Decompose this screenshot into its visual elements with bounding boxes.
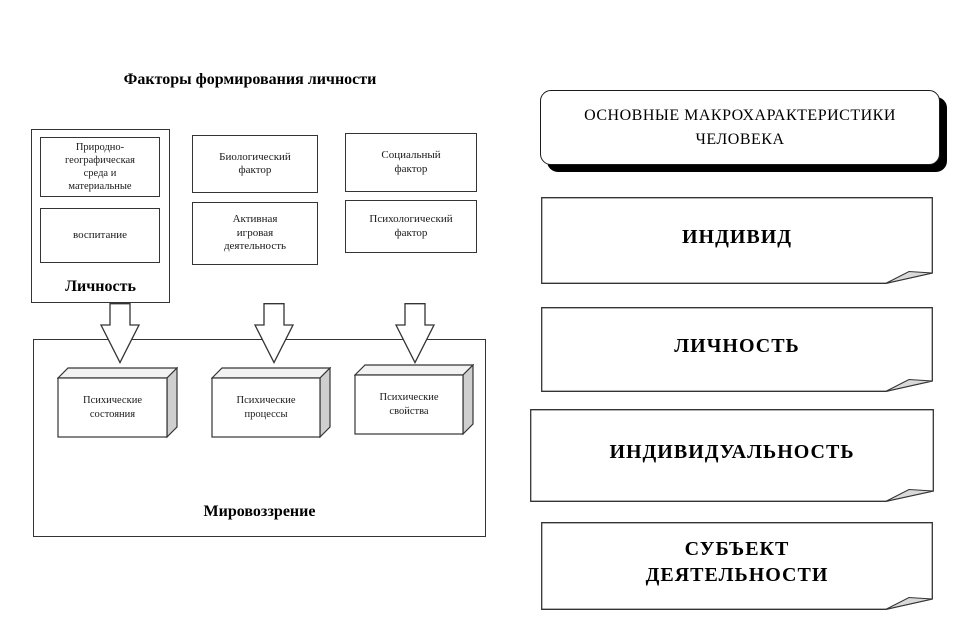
left-diagram-title: Факторы формирования личности (123, 71, 377, 88)
folded-corner-icon (541, 522, 933, 610)
macro-item-label: ЛИЧНОСТЬ (674, 334, 800, 357)
mental-processes-label: Психические процессы (236, 394, 296, 420)
down-arrow-icon (395, 303, 435, 364)
play-activity-box: Активная игровая деятельность (192, 202, 318, 265)
down-arrow-icon (100, 303, 140, 364)
mental-states-label: Психические состояния (83, 394, 142, 420)
macro-item-label: СУБЪЕКТ ДЕЯТЕЛЬНОСТИ (645, 538, 829, 586)
macro-item-individ: ИНДИВИД (541, 197, 933, 284)
mental-properties-cube (354, 364, 474, 435)
folded-corner-icon (530, 409, 934, 502)
social-factor-box: Социальный фактор (345, 133, 477, 192)
folded-corner-icon (541, 307, 933, 392)
macro-item-lichnost: ЛИЧНОСТЬ (541, 307, 933, 392)
nature-environment-box: Природно- географическая среда и материа… (40, 137, 160, 197)
psychological-factor-box: Психологический фактор (345, 200, 477, 253)
right-diagram: ОСНОВНЫЕ МАКРОХАРАКТЕРИСТИКИ ЧЕЛОВЕКА ИН… (500, 0, 980, 639)
macro-item-subekt: СУБЪЕКТ ДЕЯТЕЛЬНОСТИ (541, 522, 933, 610)
personality-label: Личность (65, 278, 136, 295)
down-arrow-icon (254, 303, 294, 364)
left-diagram: Факторы формирования личности Природно- … (31, 71, 486, 537)
macro-characteristics-header: ОСНОВНЫЕ МАКРОХАРАКТЕРИСТИКИ ЧЕЛОВЕКА (540, 90, 940, 165)
macro-item-label: ИНДИВИДУАЛЬНОСТЬ (609, 440, 855, 463)
mental-properties-label: Психические свойства (379, 391, 439, 417)
biological-factor-box: Биологический фактор (192, 135, 318, 193)
mental-states-cube (57, 367, 178, 438)
macro-item-individualnost: ИНДИВИДУАЛЬНОСТЬ (530, 409, 934, 502)
macro-item-label: ИНДИВИД (681, 225, 793, 248)
upbringing-box: воспитание (40, 208, 160, 263)
mental-processes-cube (211, 367, 331, 438)
folded-corner-icon (541, 197, 933, 284)
worldview-label: Мировоззрение (203, 503, 316, 520)
